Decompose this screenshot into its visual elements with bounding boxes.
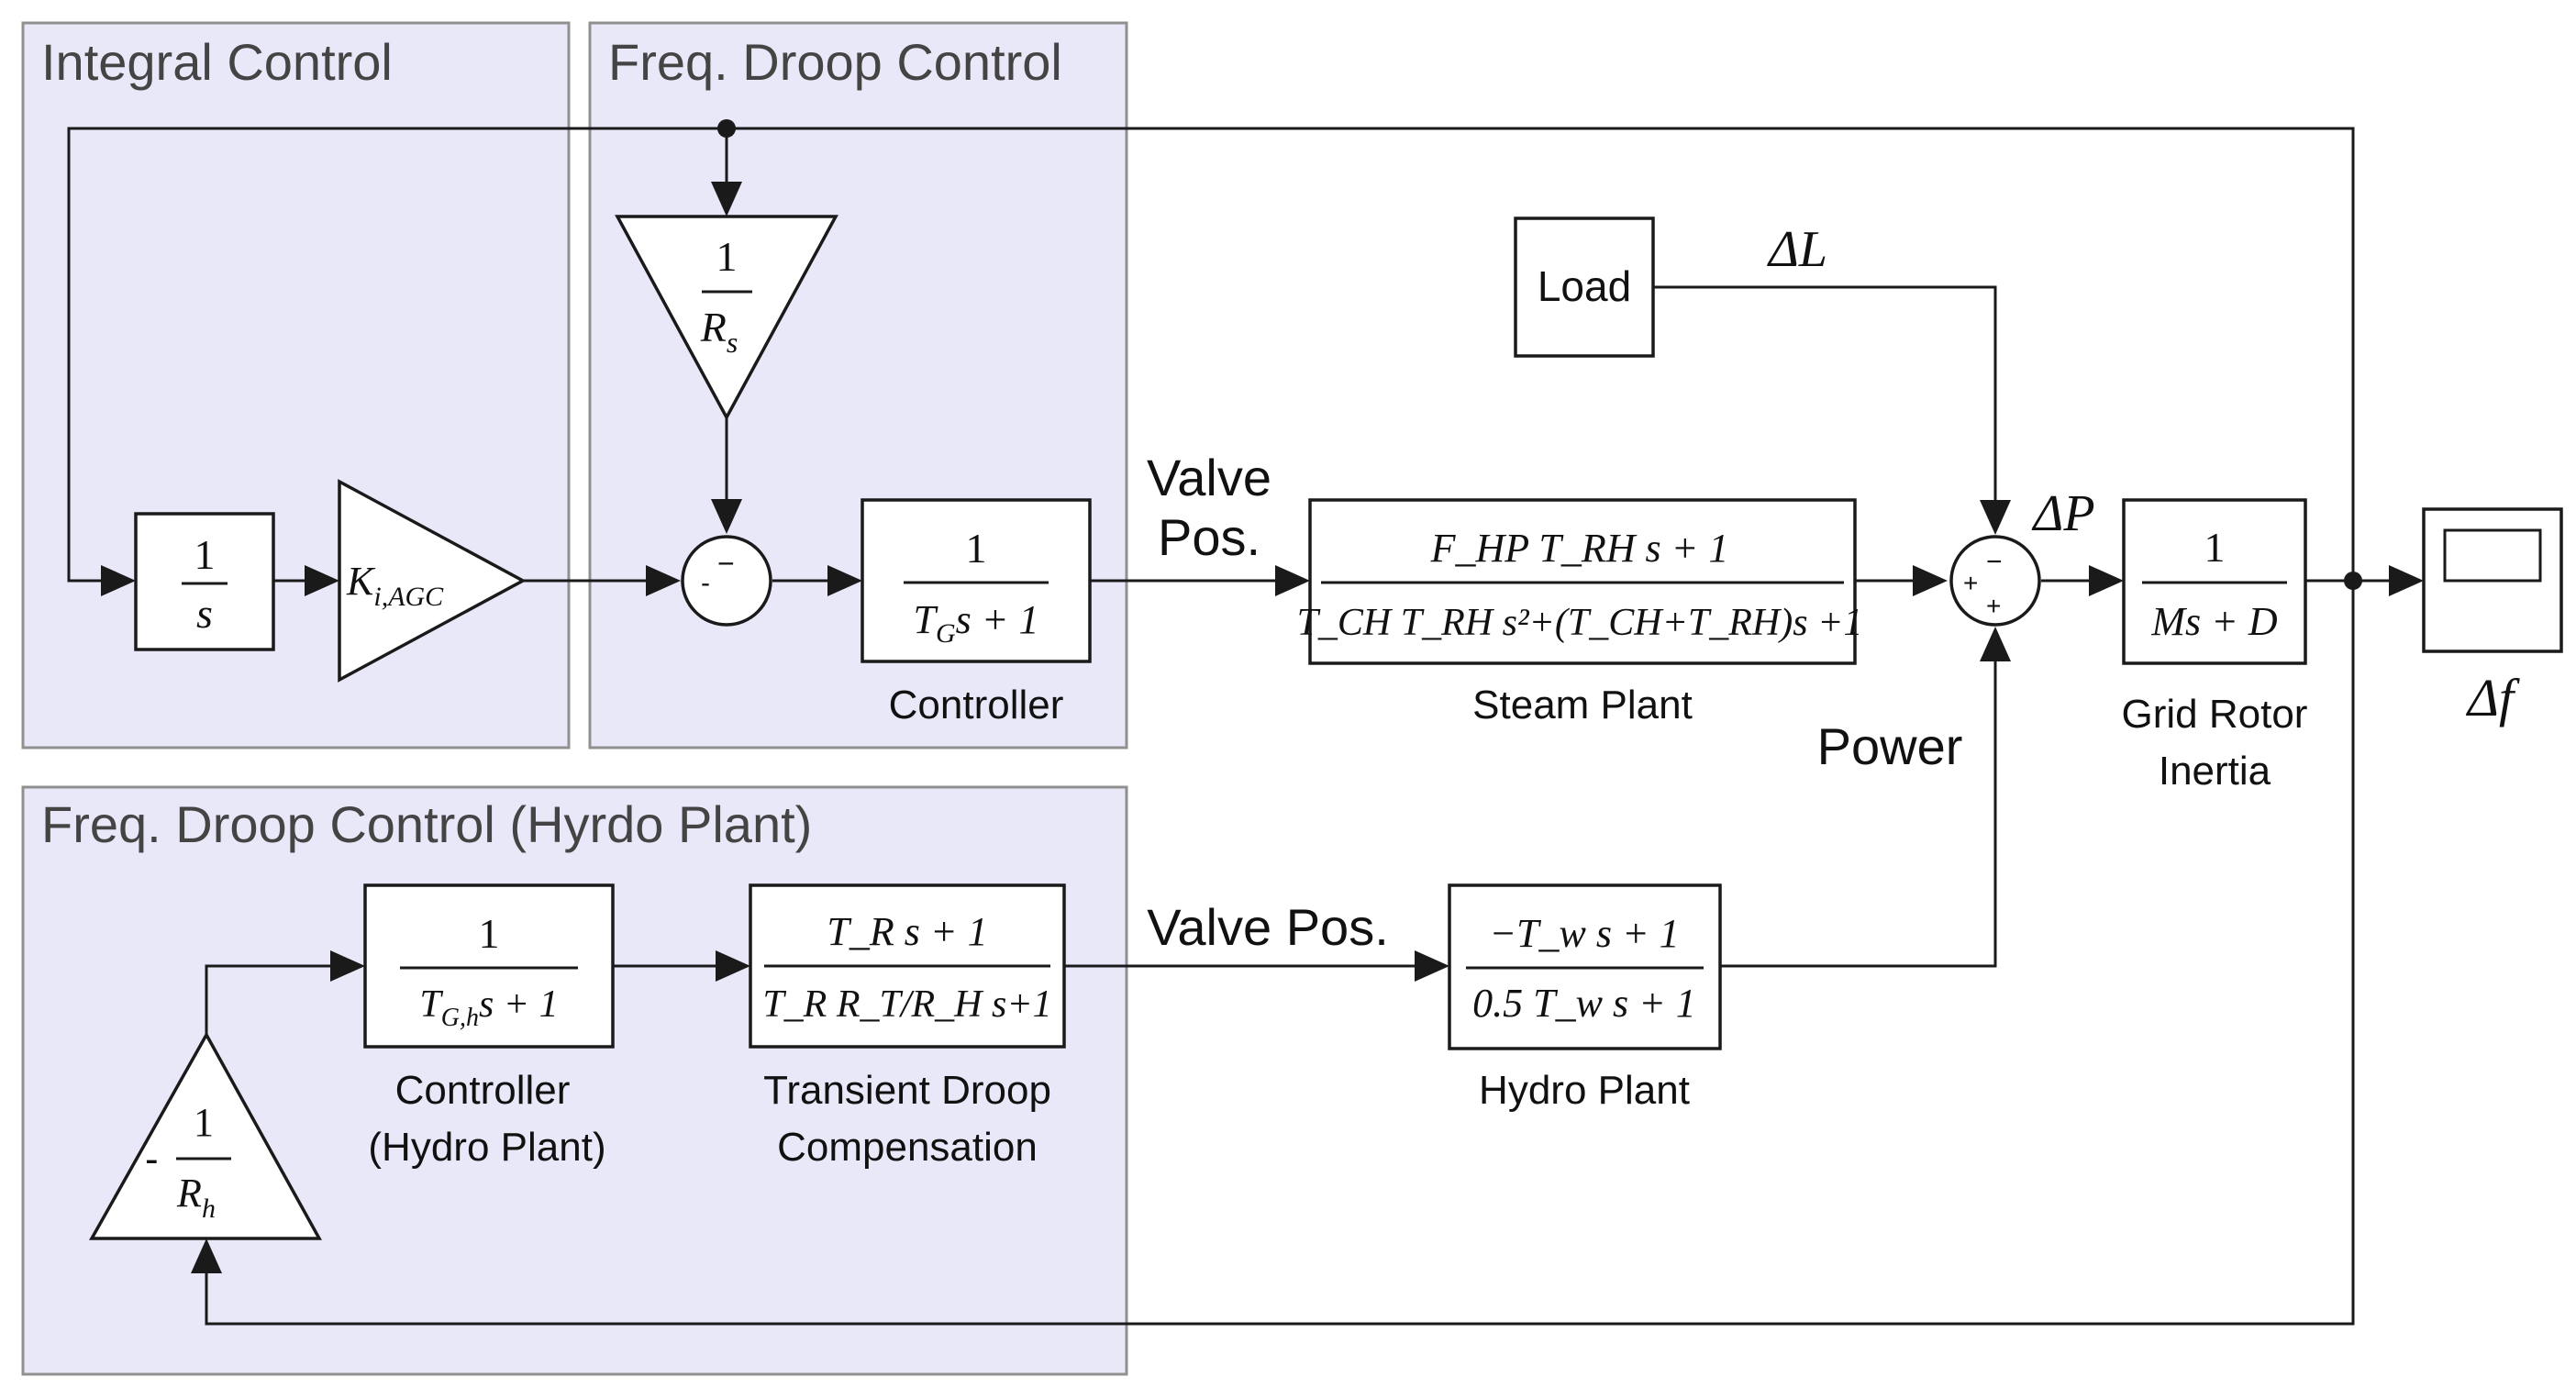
arrow-integrator-in bbox=[101, 565, 136, 596]
arrow-transient-in bbox=[716, 950, 750, 982]
grid-denominator: Ms + D bbox=[2150, 599, 2277, 644]
grid-rotor-inertia-block[interactable]: 1 Ms + D bbox=[2122, 498, 2307, 665]
arrow-steam-in bbox=[1275, 565, 1310, 596]
arrow-hydro-plant-in bbox=[1415, 950, 1449, 982]
controller-den-t: T bbox=[914, 597, 939, 642]
valve-pos-steam-line1: Valve bbox=[1147, 449, 1271, 506]
rh-gain-block[interactable]: - 1 Rh bbox=[89, 1031, 322, 1240]
load-label: Load bbox=[1538, 262, 1631, 310]
arrow-sum2-bottom bbox=[1980, 627, 2011, 661]
rh-gain-denominator: R bbox=[176, 1171, 202, 1216]
grid-numerator: 1 bbox=[2204, 524, 2226, 571]
controller-numerator: 1 bbox=[966, 525, 987, 572]
svg-text:Rs: Rs bbox=[700, 304, 738, 359]
hydro-plant-numerator: −T_w s + 1 bbox=[1489, 911, 1679, 956]
delta-l-label: ΔL bbox=[1767, 221, 1827, 278]
sum-junction-2[interactable]: − + + bbox=[1949, 535, 2041, 627]
svg-text:Ki,AGC: Ki,AGC bbox=[346, 559, 444, 612]
delta-p-label: ΔP bbox=[2031, 485, 2094, 542]
ki-agc-gain-block[interactable]: Ki,AGC bbox=[338, 479, 527, 683]
arrow-sum2-left bbox=[1913, 565, 1948, 596]
ki-gain-subscript: i,AGC bbox=[373, 582, 444, 612]
scope-block[interactable] bbox=[2422, 507, 2563, 653]
hydro-controller-label-line1: Controller bbox=[395, 1068, 571, 1113]
controller-label: Controller bbox=[889, 683, 1064, 727]
power-label: Power bbox=[1817, 717, 1963, 775]
hydro-plant-block[interactable]: −T_w s + 1 0.5 T_w s + 1 bbox=[1448, 883, 1722, 1050]
arrow-grid-in bbox=[2089, 565, 2124, 596]
grid-label-line1: Grid Rotor bbox=[2122, 692, 2308, 737]
hydro-plant-label: Hydro Plant bbox=[1479, 1068, 1690, 1113]
arrow-ki-in bbox=[305, 565, 339, 596]
steam-plant-label: Steam Plant bbox=[1472, 683, 1693, 727]
arrow-rs-in bbox=[711, 182, 742, 217]
valve-pos-hydro-label: Valve Pos. bbox=[1147, 898, 1389, 956]
transient-droop-numerator: T_R s + 1 bbox=[827, 909, 987, 954]
integral-control-title: Integral Control bbox=[41, 33, 393, 91]
svg-text:TG,hs + 1: TG,hs + 1 bbox=[419, 983, 558, 1032]
rs-gain-denominator: R bbox=[700, 304, 727, 350]
hydro-controller-den-rest: s + 1 bbox=[479, 983, 559, 1026]
load-block[interactable]: Load bbox=[1514, 217, 1655, 358]
controller-den-rest: s + 1 bbox=[956, 597, 1039, 642]
sum1-left-sign: - bbox=[701, 568, 710, 598]
arrow-scope-in bbox=[2389, 565, 2424, 596]
hydro-controller-den-sub: G,h bbox=[441, 1004, 479, 1032]
controller-den-sub: G bbox=[936, 618, 956, 649]
transient-droop-label-line1: Transient Droop bbox=[763, 1068, 1051, 1113]
rh-gain-sign: - bbox=[145, 1137, 159, 1182]
transient-droop-label-line2: Compensation bbox=[777, 1125, 1038, 1170]
arrow-controller-in bbox=[827, 565, 862, 596]
hydro-controller-block[interactable]: 1 TG,hs + 1 bbox=[363, 883, 615, 1049]
steam-plant-block[interactable]: F_HP T_RH s + 1 T_CH T_RH s²+(T_CH+T_RH)… bbox=[1297, 498, 1863, 665]
rs-gain-block[interactable]: 1 Rs bbox=[615, 215, 838, 421]
transient-droop-denominator: T_R R_T/R_H s+1 bbox=[762, 983, 1051, 1026]
arrow-rh-in bbox=[191, 1238, 222, 1273]
rs-gain-numerator: 1 bbox=[716, 233, 738, 280]
sum2-top-sign: − bbox=[1986, 547, 2003, 577]
sum1-top-sign: − bbox=[717, 547, 735, 580]
controller-block[interactable]: 1 TGs + 1 bbox=[861, 498, 1092, 663]
hydro-controller-numerator: 1 bbox=[479, 910, 500, 957]
transient-droop-block[interactable]: T_R s + 1 T_R R_T/R_H s+1 bbox=[749, 883, 1066, 1049]
integrator-denominator: s bbox=[196, 590, 213, 637]
arrow-sum1-left bbox=[646, 565, 681, 596]
arrow-hydro-controller-in bbox=[330, 950, 365, 982]
hydro-controller-den-t: T bbox=[419, 983, 443, 1026]
steam-plant-numerator: F_HP T_RH s + 1 bbox=[1430, 526, 1729, 571]
valve-pos-steam-line2: Pos. bbox=[1158, 508, 1260, 566]
integral-control-group: Integral Control bbox=[21, 21, 571, 750]
integrator-block[interactable]: 1 s bbox=[134, 512, 275, 651]
rs-gain-subscript: s bbox=[727, 326, 738, 359]
rh-gain-subscript: h bbox=[202, 1194, 216, 1224]
freq-droop-control-group: Freq. Droop Control bbox=[588, 21, 1128, 750]
junction-dot-output bbox=[2344, 572, 2362, 590]
grid-label-line2: Inertia bbox=[2159, 749, 2271, 794]
arrow-sum1-top bbox=[711, 499, 742, 534]
scope-screen-icon bbox=[2443, 528, 2542, 583]
arrow-heads bbox=[101, 182, 2424, 1273]
arrow-sum2-top bbox=[1980, 500, 2011, 535]
hydro-controller-label-line2: (Hydro Plant) bbox=[368, 1125, 605, 1170]
delta-f-label: Δf bbox=[2466, 668, 2520, 727]
steam-plant-denominator: T_CH T_RH s²+(T_CH+T_RH)s +1 bbox=[1297, 602, 1863, 644]
integrator-numerator: 1 bbox=[194, 531, 216, 578]
svg-text:Rh: Rh bbox=[176, 1171, 216, 1224]
sum2-bottom-sign: + bbox=[1986, 592, 2001, 620]
junction-dot-top bbox=[717, 119, 736, 138]
ki-gain-symbol: K bbox=[346, 559, 376, 604]
hydro-plant-denominator: 0.5 T_w s + 1 bbox=[1472, 981, 1696, 1026]
rh-gain-numerator: 1 bbox=[194, 1100, 214, 1145]
sum2-left-sign: + bbox=[1963, 569, 1978, 597]
svg-text:TGs + 1: TGs + 1 bbox=[914, 597, 1039, 649]
freq-droop-control-title: Freq. Droop Control bbox=[608, 33, 1062, 91]
hydro-droop-control-title: Freq. Droop Control (Hyrdo Plant) bbox=[41, 795, 812, 853]
signal-wires bbox=[67, 127, 2396, 1326]
sum-junction-1[interactable]: - − bbox=[681, 535, 772, 627]
